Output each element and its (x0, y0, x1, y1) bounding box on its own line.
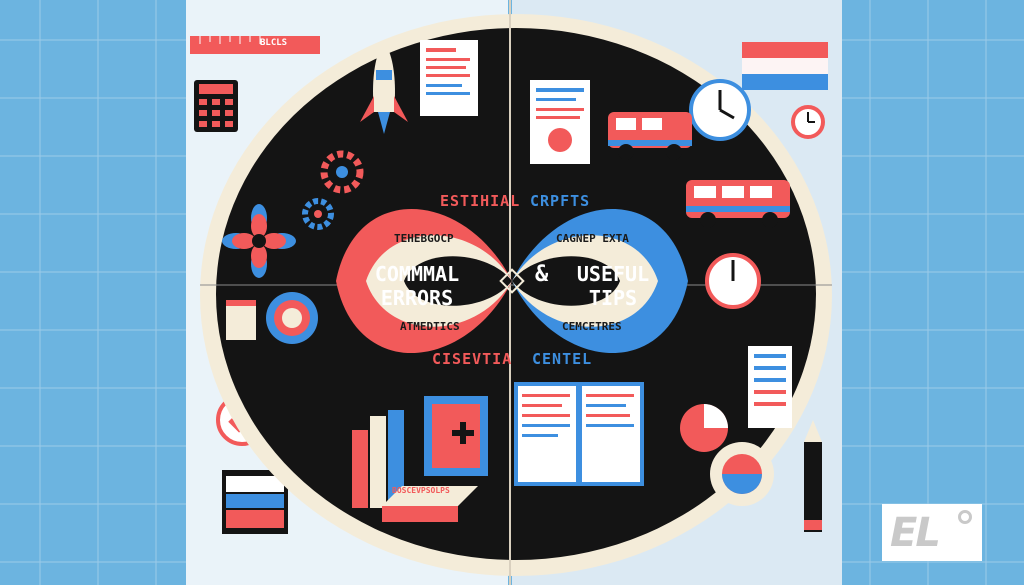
bus-icon (686, 180, 790, 228)
arc-label-bottom-left: CISEVTIA (432, 350, 513, 368)
brand-logo-text: EL (890, 510, 941, 556)
arc-label-top-right-small: CAGNEP EXTA (556, 232, 629, 245)
gear-small-icon (302, 198, 334, 230)
flag-box-icon (222, 470, 288, 534)
brand-logo-dot (958, 510, 972, 524)
flower-icon (222, 204, 296, 278)
pencil-icon (804, 420, 822, 532)
title-ampersand: & (535, 262, 549, 287)
badge-icon (710, 442, 774, 506)
report-icon (530, 80, 590, 164)
eraser-icon (382, 486, 478, 522)
arc-label-top-left-small: TEHEBGOCP (394, 232, 454, 245)
title-common-errors: COMMMAL ERRORS (374, 262, 460, 310)
title-useful-tips: USEFUL TIPS (576, 262, 650, 310)
notepad-icon (226, 300, 256, 340)
calculator-icon (194, 80, 238, 132)
notebook-icon (424, 396, 488, 476)
document-icon (420, 40, 478, 116)
van-icon (608, 112, 692, 160)
open-book-icon (514, 382, 644, 486)
books-icon (352, 410, 404, 508)
arc-label-bottom-right: CENTEL (532, 350, 593, 368)
arc-label-bottom-right-small: CEMCETRES (562, 320, 622, 333)
ruler-text: BLCLS (260, 38, 288, 48)
infinity-symbol (336, 208, 688, 354)
alarm-clock-icon (791, 105, 825, 139)
arc-label-bottom-left-small: ATMEDTICS (400, 320, 460, 333)
ruler-icon (190, 36, 320, 54)
clock-icon (689, 79, 751, 141)
rocket-icon (360, 42, 408, 134)
gear-icon (320, 150, 364, 194)
gauge-icon (705, 253, 761, 309)
target-wheel-icon (266, 292, 318, 344)
brand-logo: EL (882, 504, 982, 561)
arc-label-top-left: ESTIHIAL (440, 192, 521, 210)
pie-chart-icon (680, 404, 728, 452)
checklist-icon (748, 346, 792, 428)
flag-icon (742, 42, 828, 90)
eraser-text: BOSCEVPSOLPS (392, 486, 450, 495)
arc-label-top-right: CRPFTS (530, 192, 591, 210)
